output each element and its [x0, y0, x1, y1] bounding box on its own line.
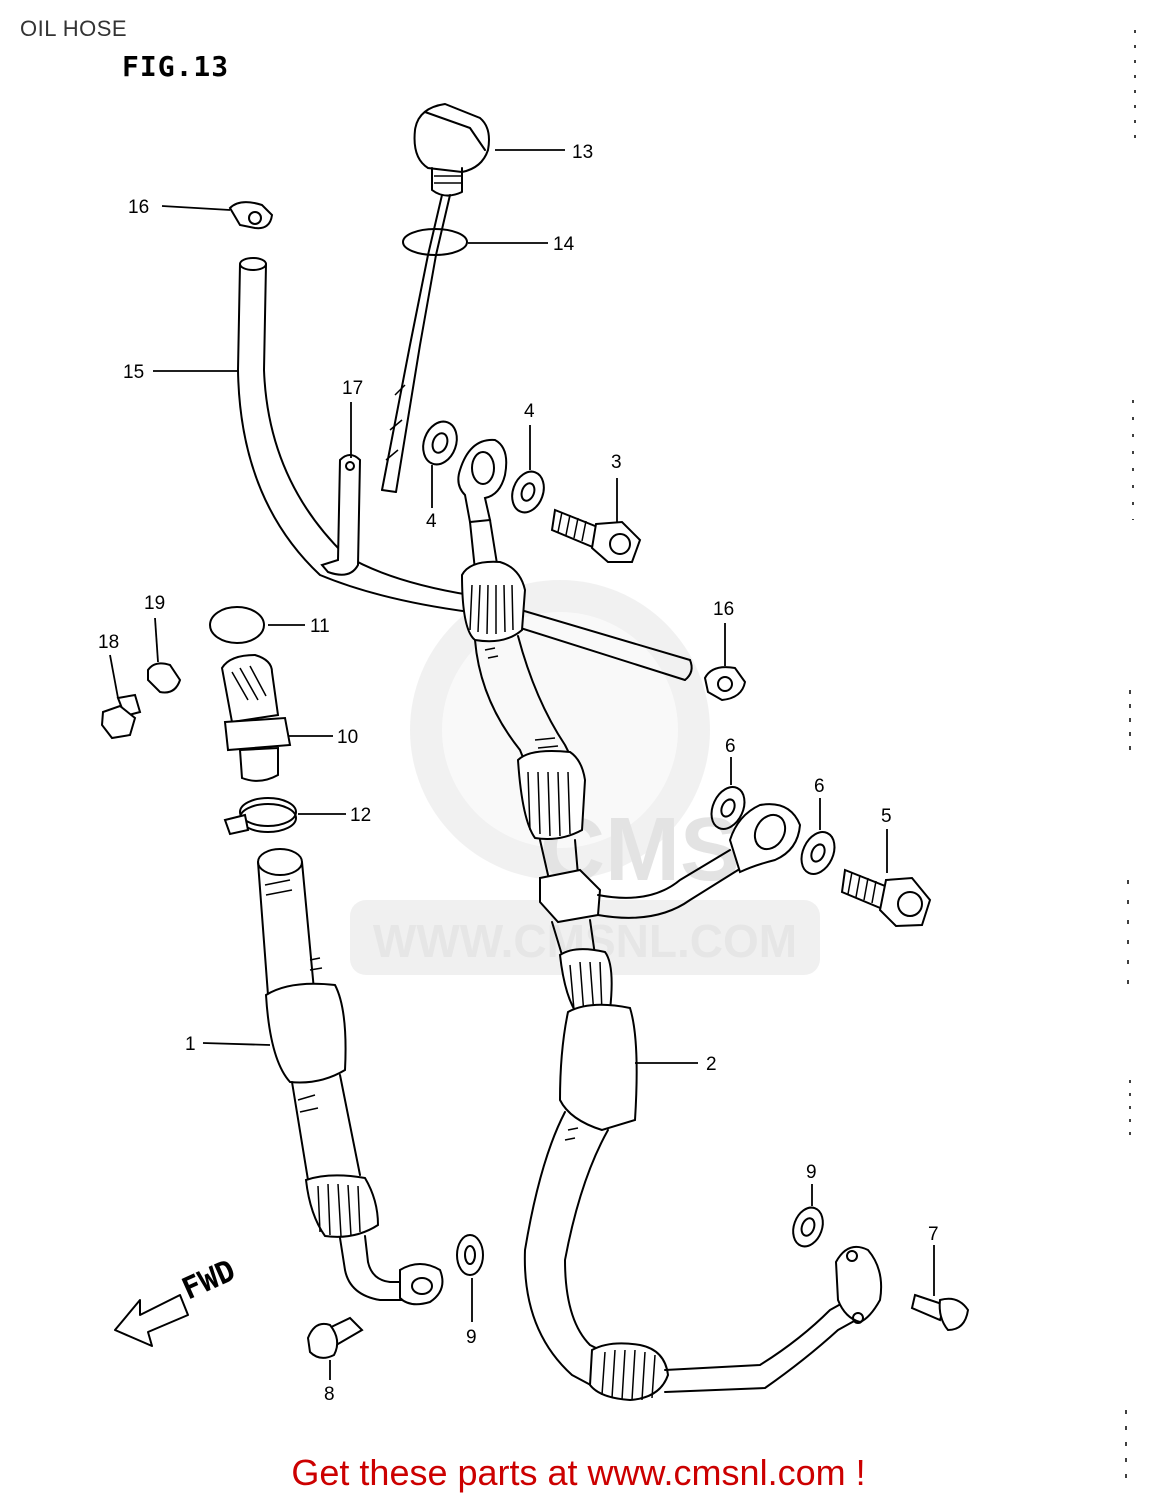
watermark-logo: WWW.CMSNL.COM CMS — [350, 580, 820, 975]
bracket-17 — [320, 454, 362, 576]
oil-hose-1 — [257, 848, 444, 1306]
callout-lines — [109, 149, 935, 1380]
fwd-label: FWD — [177, 1253, 241, 1307]
hose-clamp-16-top — [228, 201, 274, 230]
oil-filler-cap — [413, 102, 490, 197]
callout-1: 1 — [185, 1034, 196, 1055]
oil-fitting-10 — [220, 653, 292, 782]
bolt-18 — [100, 693, 142, 740]
callout-14: 14 — [553, 234, 575, 255]
callout-13: 13 — [572, 142, 593, 163]
callout-5: 5 — [881, 806, 892, 827]
callout-7: 7 — [928, 1224, 939, 1245]
callout-9-left: 9 — [466, 1327, 477, 1348]
o-ring-11 — [209, 606, 265, 644]
callout-15: 15 — [123, 362, 144, 383]
callout-6-left: 6 — [725, 736, 736, 757]
callout-4-left: 4 — [426, 511, 437, 532]
banjo-bolt-3 — [550, 508, 642, 563]
callout-4-right: 4 — [524, 401, 535, 422]
hose-clamp-12 — [223, 797, 297, 836]
callout-2: 2 — [706, 1054, 717, 1075]
callout-18: 18 — [98, 632, 119, 653]
o-ring-14 — [402, 228, 468, 256]
callout-19: 19 — [144, 593, 165, 614]
washer-19 — [147, 662, 182, 694]
callout-12: 12 — [350, 805, 371, 826]
callout-10: 10 — [337, 727, 358, 748]
branch-pipe — [597, 803, 802, 919]
callout-numbers: 13 14 16 15 17 4 4 3 16 11 19 18 10 12 6… — [98, 142, 939, 1405]
dipstick — [381, 194, 451, 493]
callout-3: 3 — [611, 452, 622, 473]
callout-9-right: 9 — [806, 1162, 817, 1183]
washer-9-left — [456, 1234, 484, 1276]
banjo-bolt-5 — [840, 868, 932, 928]
footer-link-text[interactable]: Get these parts at www.cmsnl.com ! — [291, 1452, 866, 1493]
scan-edge-marks — [1125, 30, 1136, 1480]
page-title: OIL HOSE — [20, 16, 128, 41]
bolt-8 — [306, 1316, 364, 1359]
callout-8: 8 — [324, 1384, 335, 1405]
washer-6-left — [710, 786, 746, 830]
hose-clamp-16-right — [703, 666, 747, 702]
washer-4-right — [511, 470, 545, 514]
washer-6-right — [800, 831, 836, 875]
callout-11: 11 — [310, 616, 330, 637]
oil-hose-2 — [457, 438, 883, 1402]
washer-9-right — [792, 1206, 824, 1248]
forward-arrow: FWD — [114, 1253, 241, 1347]
figure-label: FIG.13 — [122, 50, 230, 83]
callout-17: 17 — [342, 378, 363, 399]
bolt-7 — [910, 1293, 970, 1332]
callout-6-right: 6 — [814, 776, 825, 797]
callout-16-top: 16 — [128, 197, 149, 218]
washer-4-left — [422, 420, 458, 466]
callout-16-right: 16 — [713, 599, 734, 620]
